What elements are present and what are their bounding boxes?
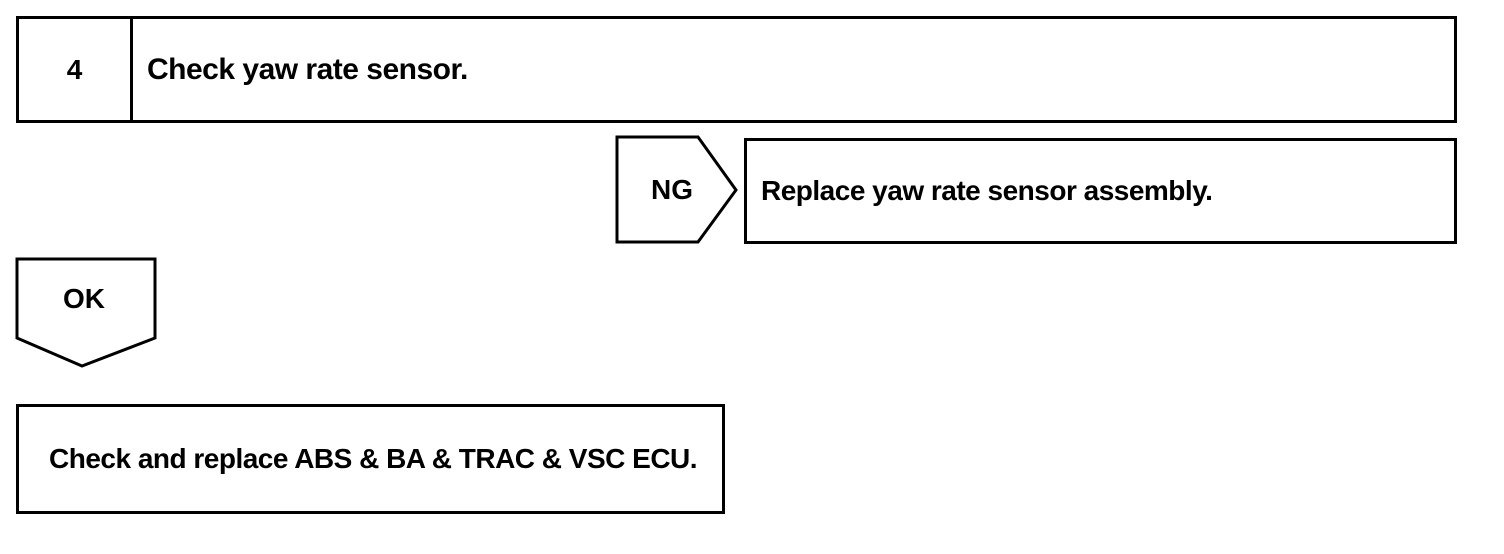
ok-action-text: Check and replace ABS & BA & TRAC & VSC … xyxy=(49,443,698,474)
ng-action-text: Replace yaw rate sensor assembly. xyxy=(761,175,1213,206)
ok-arrow-shape xyxy=(15,257,157,368)
step-title: Check yaw rate sensor. xyxy=(147,52,468,86)
ng-label: NG xyxy=(651,174,693,205)
ok-label: OK xyxy=(63,283,105,314)
ng-arrow-shape xyxy=(615,135,738,244)
ok-action-box: Check and replace ABS & BA & TRAC & VSC … xyxy=(16,404,725,514)
step-box: 4 Check yaw rate sensor. xyxy=(16,16,1457,123)
ng-action-box: Replace yaw rate sensor assembly. xyxy=(744,138,1457,244)
step-number: 4 xyxy=(19,19,133,120)
